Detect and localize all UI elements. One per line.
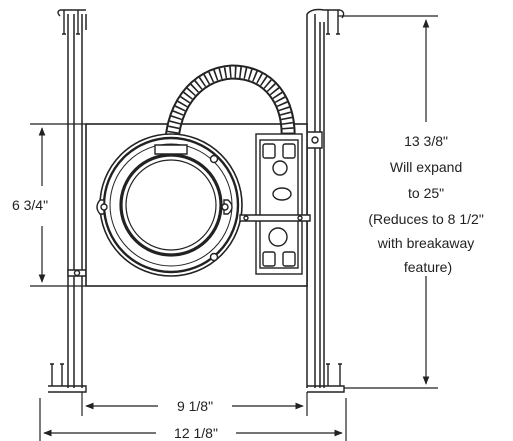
right-hanger-bar bbox=[306, 14, 325, 388]
right-bar-clamp bbox=[306, 131, 323, 149]
left-bottom-nail-clip bbox=[48, 363, 87, 393]
span-text-block: 13 3/8" Will expand to 25" (Reduces to 8… bbox=[368, 133, 487, 275]
span-note-line-2: to 25" bbox=[408, 185, 444, 201]
span-note-line-3: (Reduces to 8 1/2" bbox=[368, 211, 484, 227]
span-note-line-5: feature) bbox=[404, 259, 452, 275]
inner-width-label: 9 1/8" bbox=[177, 398, 213, 414]
plate-height-label: 6 3/4" bbox=[12, 197, 48, 213]
flexible-conduit bbox=[164, 64, 296, 159]
left-hanger-bar bbox=[67, 14, 87, 388]
plate-side-tabs bbox=[96, 199, 233, 215]
span-note-line-4: with breakaway bbox=[377, 235, 475, 251]
span-label: 13 3/8" bbox=[404, 133, 448, 149]
outer-width-label: 12 1/8" bbox=[174, 425, 218, 441]
dimension-outer-width bbox=[39, 398, 347, 441]
lamp-housing bbox=[99, 133, 243, 277]
dimension-inner-width bbox=[81, 392, 308, 416]
right-bottom-nail-clip bbox=[307, 363, 345, 393]
span-note-line-1: Will expand bbox=[390, 159, 462, 175]
dimension-span bbox=[338, 15, 438, 389]
left-top-nail-clip bbox=[57, 9, 86, 35]
dimension-plate-height bbox=[30, 123, 86, 287]
left-bar-clamp bbox=[67, 269, 87, 277]
junction-box bbox=[239, 133, 311, 275]
right-top-nail-clip bbox=[306, 8, 345, 35]
